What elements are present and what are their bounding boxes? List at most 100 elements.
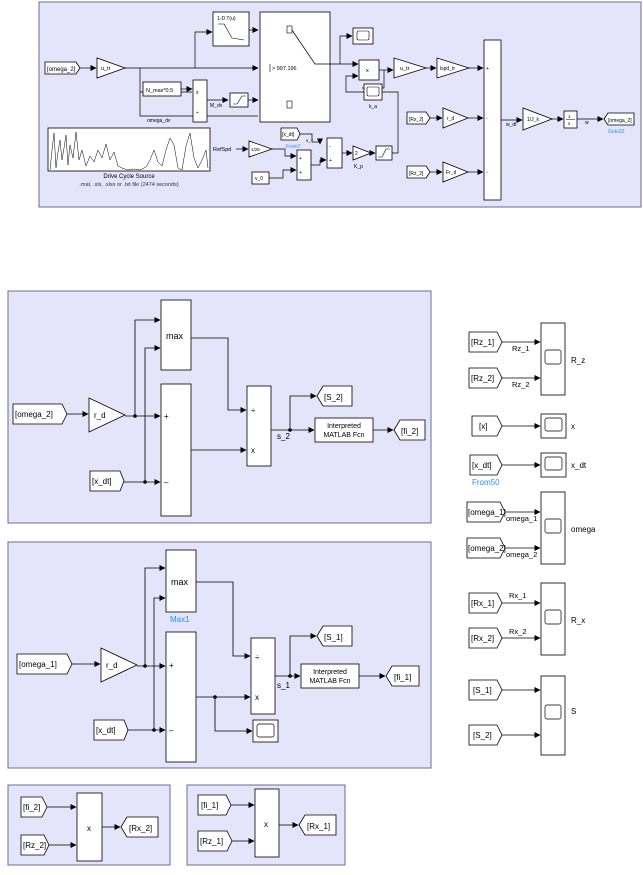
low-subsystem-area [7, 541, 432, 769]
sum-block-low[interactable] [165, 631, 197, 763]
wire [289, 633, 317, 676]
sum-minus-mid: – [164, 478, 169, 487]
max-block-low[interactable] [165, 549, 197, 613]
goto-rx1-block[interactable] [298, 814, 337, 836]
scope-omega-label: omega [571, 525, 596, 534]
saturation-block-1[interactable] [229, 92, 249, 108]
wire [194, 29, 213, 68]
goto-fi2-block[interactable] [393, 419, 426, 441]
mul-sign-low: x [255, 693, 259, 702]
goto-fi1-label: [fi_1] [394, 673, 411, 682]
spd-tr-gain[interactable] [436, 57, 471, 79]
goto-rx2-block[interactable] [120, 816, 159, 838]
mul-sign-mid: x [251, 446, 255, 455]
from-omega2-scope-label: [omega_2] [468, 544, 506, 553]
switch-port-top [286, 25, 293, 34]
from-rz2-block[interactable] [406, 165, 431, 179]
u-tr-gain[interactable] [96, 57, 127, 79]
gain-1-25[interactable] [248, 140, 274, 158]
interpreted-fcn-low-l2: MATLAB Fcn [309, 678, 350, 685]
wire [196, 581, 251, 659]
product-br[interactable] [254, 788, 280, 858]
wire [311, 157, 327, 166]
goto-s1-label: [S_1] [324, 633, 343, 642]
drive-cycle-block[interactable] [47, 127, 211, 172]
junction [152, 728, 156, 732]
from-omega2-scope[interactable] [466, 537, 506, 559]
fr-d-gain[interactable] [442, 161, 470, 183]
sum-err-plus: + [329, 158, 332, 164]
wire [144, 345, 161, 482]
junction [288, 428, 292, 432]
from-omega2-block[interactable] [44, 61, 81, 75]
drive-cycle-title: Drive Cycle Source [103, 174, 155, 180]
scope-x-dt-screen [544, 456, 563, 471]
s1-label: s_1 [277, 681, 290, 690]
inv-jk-gain[interactable] [522, 107, 554, 131]
product-bl[interactable] [76, 792, 103, 862]
wire [139, 68, 258, 117]
goto-s1-block[interactable] [316, 625, 353, 647]
switch-block[interactable] [259, 11, 331, 123]
mult-sign-div: ÷ [196, 110, 199, 116]
scope-s-screen [544, 704, 562, 720]
from-rx2-block[interactable] [406, 111, 431, 125]
from-x-dt-mid-label: [x_dt] [92, 477, 112, 486]
from-x-scope[interactable] [471, 415, 503, 437]
spd-tr-gain-label: lspd_tr [440, 66, 455, 72]
from-fi1-block[interactable] [197, 794, 232, 816]
r-d-gain-top[interactable] [442, 107, 470, 129]
goto-rx1-label: [Rx_1] [307, 822, 330, 831]
from-rx2-scope[interactable] [468, 627, 503, 649]
interpreted-fcn-low[interactable] [300, 663, 360, 689]
from-omega1-scope[interactable] [466, 501, 506, 523]
max-block-mid[interactable] [160, 299, 192, 371]
from-x-dt-scope[interactable] [469, 454, 503, 476]
from-rx1-scope-label: [Rx_1] [471, 599, 494, 608]
from-rz1-scope-label: [Rz_1] [471, 338, 494, 347]
from-omega1-scope-label: [omega_1] [468, 508, 506, 517]
from-s1-scope[interactable] [468, 679, 503, 701]
saturation-curve [233, 95, 246, 105]
gain-1-25-label: 1/25 [251, 147, 260, 152]
from-rz1-block[interactable] [197, 830, 233, 852]
from-x-dt-low[interactable] [93, 719, 129, 741]
r-d-gain-mid-label: r_d [94, 411, 106, 420]
sum-plus2: + [299, 170, 302, 176]
from-fi2-block[interactable] [20, 796, 48, 818]
from-s2-scope[interactable] [468, 724, 503, 746]
sum-block-mid[interactable] [160, 383, 192, 517]
product-sign: x [366, 68, 369, 74]
saturation-curve-2 [378, 148, 390, 158]
goto-s2-block[interactable] [316, 385, 353, 407]
from-x-dt-block[interactable] [280, 127, 301, 141]
r-d-gain-mid[interactable] [88, 397, 126, 433]
from-rz1-scope[interactable] [468, 331, 503, 353]
from-rz2-bl-block[interactable] [20, 834, 50, 856]
gain-2[interactable] [352, 145, 373, 161]
integrator-num: 1 [568, 114, 571, 119]
inv-jk-label: 1/J_k [527, 117, 539, 123]
rx2-signal: Rx_2 [509, 627, 527, 636]
from-rz2-scope[interactable] [468, 367, 503, 389]
from-omega2-mid[interactable] [12, 403, 68, 425]
u-tr-gain-2[interactable] [393, 57, 428, 79]
r-d-gain-low[interactable] [100, 647, 138, 683]
from-x-dt-mid[interactable] [89, 470, 125, 492]
product-block[interactable] [358, 59, 380, 81]
from7-caption: From7 [286, 144, 301, 150]
interpreted-fcn-mid[interactable] [314, 417, 374, 443]
from-omega1-low[interactable] [16, 653, 73, 675]
from-rx1-scope[interactable] [468, 592, 503, 614]
wire [191, 337, 247, 413]
wire [214, 697, 253, 734]
goto-omega2-block[interactable] [603, 112, 635, 126]
divide-block-low[interactable] [250, 637, 276, 715]
goto-fi1-block[interactable] [385, 665, 420, 687]
lookup-1d-block[interactable] [212, 11, 250, 47]
mult-block-mdv[interactable] [192, 79, 208, 123]
divide-block-mid[interactable] [246, 385, 272, 467]
big-sum-minus2: - [486, 170, 488, 176]
drive-cycle-waveform [49, 131, 209, 171]
